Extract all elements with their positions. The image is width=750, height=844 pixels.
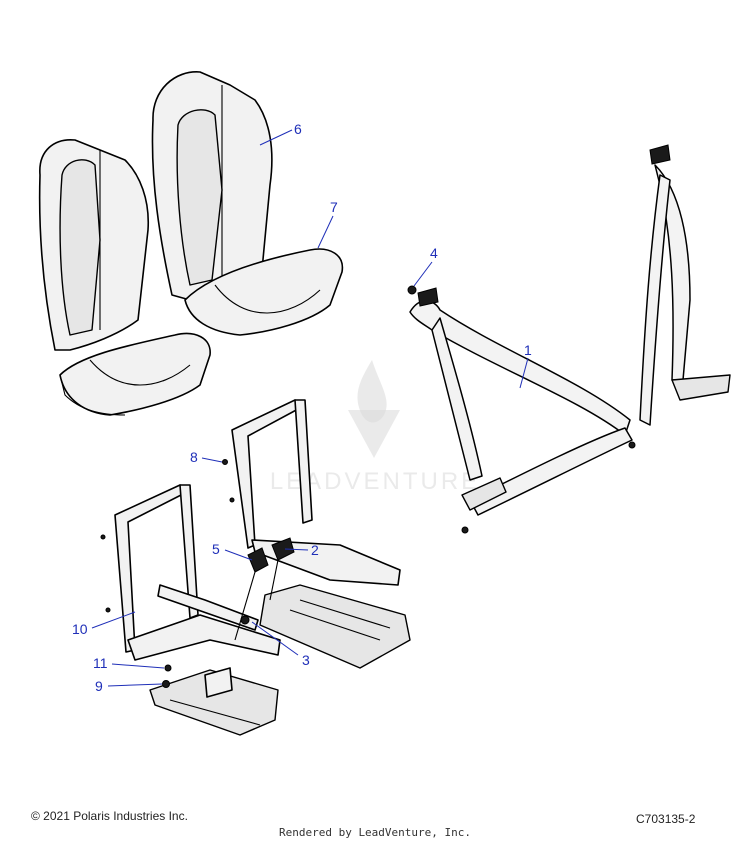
callout-10[interactable]: 10 (72, 611, 136, 637)
seat-left (38, 139, 211, 416)
svg-text:8: 8 (190, 449, 198, 465)
callout-4[interactable]: 4 (413, 245, 438, 287)
buckle-2 (271, 537, 295, 561)
svg-text:4: 4 (430, 245, 438, 261)
nut-8 (222, 459, 228, 465)
buckle-5 (247, 547, 269, 573)
svg-text:7: 7 (330, 199, 338, 215)
svg-text:11: 11 (93, 655, 108, 671)
callout-11[interactable]: 11 (93, 655, 165, 671)
diagram-code: C703135-2 (636, 812, 696, 826)
washer-11 (164, 664, 172, 672)
seat-base-left (114, 484, 281, 736)
svg-text:6: 6 (294, 121, 302, 137)
callout-9[interactable]: 9 (95, 678, 163, 694)
rendered-by-text: Rendered by LeadVenture, Inc. (278, 826, 472, 839)
svg-text:2: 2 (311, 542, 319, 558)
callout-8[interactable]: 8 (190, 449, 223, 465)
callout-6[interactable]: 6 (259, 121, 302, 146)
bushing-3 (240, 615, 250, 625)
copyright-text: © 2021 Polaris Industries Inc. (31, 809, 188, 823)
callouts: 1 2 3 4 5 6 7 8 (72, 121, 532, 694)
v-logo (348, 410, 400, 458)
bolt-9 (162, 680, 170, 688)
seat-right (151, 71, 344, 336)
svg-text:3: 3 (302, 652, 310, 668)
svg-text:5: 5 (212, 541, 220, 557)
callout-1[interactable]: 1 (519, 342, 532, 389)
svg-text:10: 10 (72, 621, 88, 637)
buckles (234, 537, 295, 641)
callout-3[interactable]: 3 (251, 621, 310, 668)
seat-base-right (231, 399, 411, 669)
svg-text:1: 1 (524, 342, 532, 358)
callout-2[interactable]: 2 (284, 542, 319, 558)
hardware (100, 459, 235, 688)
bolt-4 (407, 285, 417, 295)
svg-text:9: 9 (95, 678, 103, 694)
flame-logo (357, 360, 387, 423)
seat-belt-assembly (407, 144, 731, 534)
callout-5[interactable]: 5 (212, 541, 253, 561)
callout-7[interactable]: 7 (317, 199, 338, 249)
